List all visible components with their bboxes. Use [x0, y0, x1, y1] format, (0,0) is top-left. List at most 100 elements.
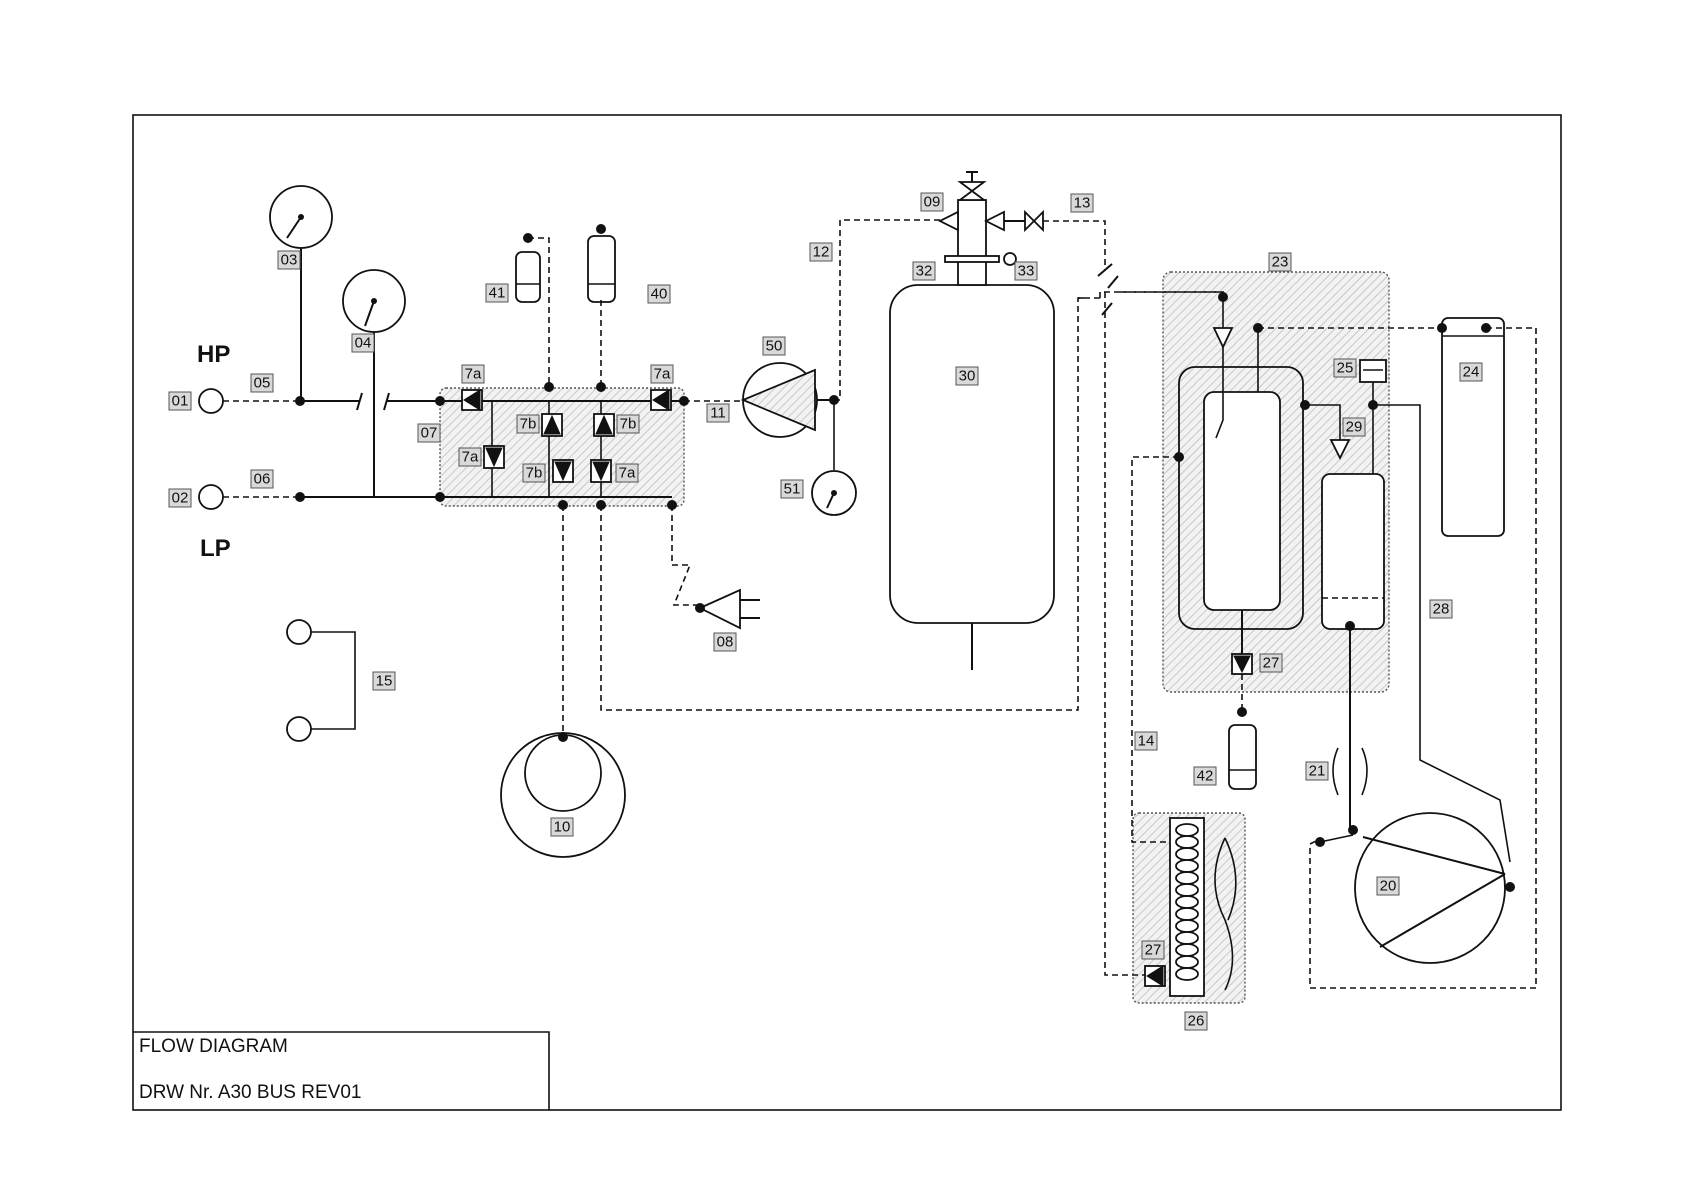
tag-7a-3: 7a [458, 447, 482, 467]
tag-7b-3-text: 7b [526, 465, 543, 482]
separator-29 [1321, 473, 1385, 630]
pump-50 [740, 362, 818, 438]
tag-33: 33 [1014, 261, 1038, 281]
bottle-40 [587, 224, 616, 387]
tag-02: 02 [168, 488, 192, 508]
tag-7a-1: 7a [461, 364, 485, 384]
check-valve-7b-1 [541, 413, 563, 437]
tag-41: 41 [485, 283, 509, 303]
tag-15: 15 [372, 671, 396, 691]
tag-13-text: 13 [1074, 195, 1091, 212]
gauge-51 [811, 470, 857, 516]
tag-29-text: 29 [1346, 419, 1363, 436]
tag-24-text: 24 [1463, 364, 1480, 381]
tag-7a-4: 7a [615, 463, 639, 483]
drawing-frame [132, 114, 1562, 1111]
tag-04: 04 [351, 333, 375, 353]
check-valve-7b-3 [552, 459, 574, 483]
tag-03-text: 03 [281, 252, 298, 269]
tag-21: 21 [1305, 761, 1329, 781]
title-line-2: DRW Nr. A30 BUS REV01 [139, 1082, 361, 1103]
tag-26: 26 [1184, 1011, 1208, 1031]
tag-08: 08 [713, 632, 737, 652]
tag-13: 13 [1070, 193, 1094, 213]
tag-42-text: 42 [1197, 768, 1214, 785]
tag-50-text: 50 [766, 338, 783, 355]
tag-7b-3: 7b [522, 463, 546, 483]
tag-03: 03 [277, 250, 301, 270]
tag-04-text: 04 [355, 335, 372, 352]
check-valve-7a-4 [590, 459, 612, 483]
tag-7b-1-text: 7b [520, 416, 537, 433]
gauge-03 [269, 185, 333, 401]
tag-09-text: 09 [924, 194, 941, 211]
heat-exchanger-23 [1178, 366, 1304, 630]
bottle-42 [1228, 724, 1257, 790]
check-valve-7a-mid [483, 445, 505, 469]
tag-7b-1: 7b [516, 414, 540, 434]
vessel-30 [889, 171, 1055, 670]
tag-7a-2-text: 7a [654, 366, 671, 383]
tag-27-upper: 27 [1259, 653, 1283, 673]
tag-7a-2: 7a [650, 364, 674, 384]
tag-26-text: 26 [1188, 1013, 1205, 1030]
check-valve-7a-left [461, 389, 483, 411]
tag-32: 32 [912, 261, 936, 281]
tag-41-text: 41 [489, 285, 506, 302]
tag-01-text: 01 [172, 393, 189, 410]
connector-08 [695, 588, 760, 630]
tag-7b-2-text: 7b [620, 416, 637, 433]
tag-23-text: 23 [1272, 254, 1289, 271]
tag-40-text: 40 [651, 286, 668, 303]
tag-11: 11 [706, 403, 730, 423]
tag-09: 09 [920, 192, 944, 212]
tag-20: 20 [1376, 876, 1400, 896]
tag-7a-3-text: 7a [462, 449, 479, 466]
gauge-04 [342, 269, 406, 497]
title-line-1: FLOW DIAGRAM [139, 1036, 288, 1057]
tag-07: 07 [417, 423, 441, 443]
tag-27-lower: 27 [1141, 940, 1165, 960]
tag-42: 42 [1193, 766, 1217, 786]
vessel-10 [500, 505, 626, 858]
tag-23: 23 [1268, 252, 1292, 272]
tag-33-text: 33 [1018, 263, 1035, 280]
tag-51: 51 [780, 479, 804, 499]
tag-11-text: 11 [710, 405, 726, 422]
tag-25: 25 [1333, 358, 1357, 378]
tag-07-text: 07 [421, 425, 438, 442]
tag-10: 10 [550, 817, 574, 837]
compressor-20 [1348, 812, 1515, 964]
check-valve-27-upper [1231, 653, 1253, 675]
port-01 [198, 388, 224, 414]
tag-7a-4-text: 7a [619, 465, 636, 482]
tag-10-text: 10 [554, 819, 571, 836]
check-valve-27-lower [1144, 965, 1166, 987]
tag-21-text: 21 [1309, 763, 1326, 780]
indicator-25 [1359, 359, 1387, 383]
tag-7a-1-text: 7a [465, 366, 482, 383]
tag-27-lower-text: 27 [1145, 942, 1162, 959]
tag-24: 24 [1459, 362, 1483, 382]
tag-30-text: 30 [959, 368, 976, 385]
tag-25-text: 25 [1337, 360, 1354, 377]
port-02 [198, 484, 224, 510]
tag-28: 28 [1429, 599, 1453, 619]
condenser-26 [1169, 817, 1237, 997]
tag-30: 30 [955, 366, 979, 386]
tag-14: 14 [1134, 731, 1158, 751]
tag-15-text: 15 [376, 673, 393, 690]
tag-06-text: 06 [254, 471, 271, 488]
tag-51-text: 51 [784, 481, 801, 498]
tag-01: 01 [168, 391, 192, 411]
tag-27-upper-text: 27 [1263, 655, 1280, 672]
tag-50: 50 [762, 336, 786, 356]
tag-06: 06 [250, 469, 274, 489]
check-valve-7a-right [650, 389, 672, 411]
lp-label: LP [200, 535, 231, 562]
tag-08-text: 08 [717, 634, 734, 651]
tag-05-text: 05 [254, 375, 271, 392]
title-block: FLOW DIAGRAM DRW Nr. A30 BUS REV01 [133, 1031, 550, 1110]
hp-label: HP [197, 341, 230, 368]
